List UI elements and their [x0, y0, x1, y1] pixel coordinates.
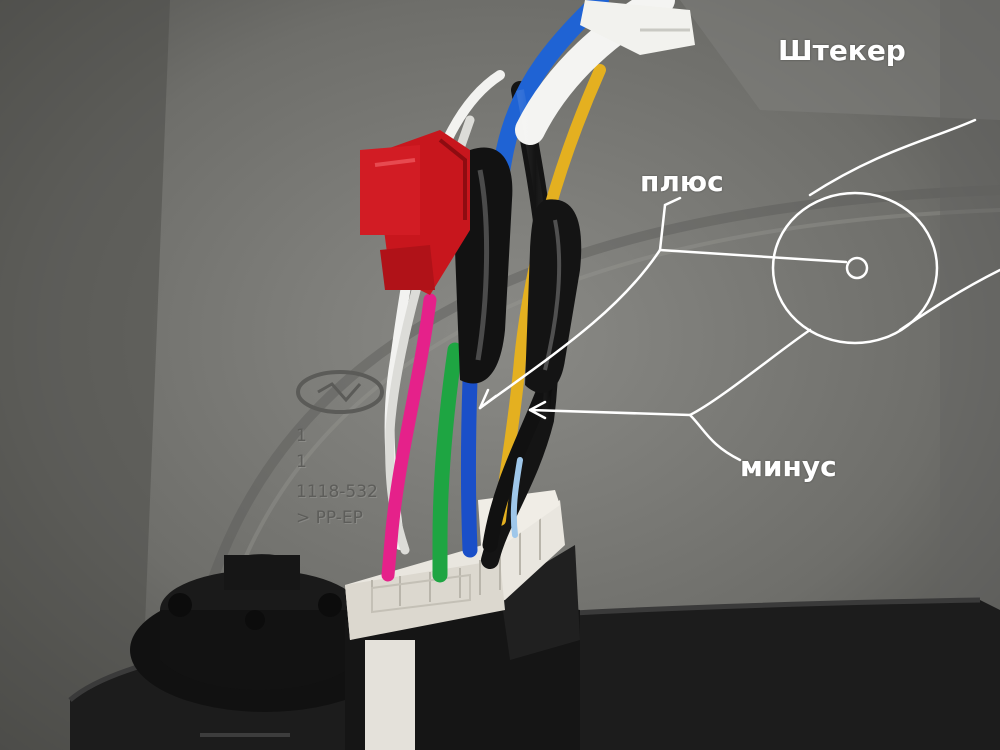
- plug-pointer-lower: [898, 268, 1000, 332]
- panel-top-right-shade: [680, 0, 1000, 120]
- plus-pointer-line: [658, 248, 848, 264]
- knob-stud-2: [318, 593, 342, 617]
- wire-green: [432, 342, 463, 583]
- cable-tie: [580, 0, 695, 55]
- knob-stem: [224, 555, 300, 590]
- wire-black-lower: [482, 372, 556, 553]
- minus-label: минус: [740, 450, 837, 483]
- panel-right-edge: [940, 0, 1000, 620]
- tape-sleeve-left-shine: [475, 169, 490, 361]
- plug-label: Штекер: [778, 34, 906, 67]
- tape-sleeve-right-shine: [543, 219, 562, 371]
- plus-label-tick: [658, 196, 682, 252]
- knob-stud-3: [245, 610, 265, 630]
- minus-pointer-line: [528, 328, 812, 417]
- annotation-lines: [478, 118, 1000, 462]
- plug-center-dot: [845, 256, 869, 280]
- embossed-text-line: 1: [296, 452, 307, 472]
- plug-pointer-upper: [808, 118, 977, 197]
- red-splice-connector: [360, 130, 470, 295]
- embossed-logo: [296, 370, 384, 414]
- wire-blue-lower: [461, 372, 478, 558]
- embossed-part-number: 1118-532: [296, 482, 378, 502]
- wire-pink: [381, 293, 437, 582]
- embossed-text-line: 1: [296, 426, 307, 446]
- minus-label-tick: [688, 413, 742, 462]
- plus-label: плюс: [640, 165, 724, 198]
- plug-highlight-circle: [771, 191, 939, 345]
- minus-arrowhead: [528, 400, 547, 420]
- embossed-logo-mark: [317, 382, 362, 403]
- white-connector-lower: [365, 640, 415, 750]
- wire-lightblue: [510, 457, 523, 538]
- connector-black-face: [500, 545, 580, 660]
- knob-stud-1: [168, 593, 192, 617]
- plus-arrowhead: [478, 388, 498, 410]
- knob-body: [160, 610, 360, 690]
- plus-pointer-shaft: [478, 248, 662, 410]
- embossed-material-code: > PP-EP: [296, 508, 363, 528]
- panel-left-shadow: [0, 0, 170, 750]
